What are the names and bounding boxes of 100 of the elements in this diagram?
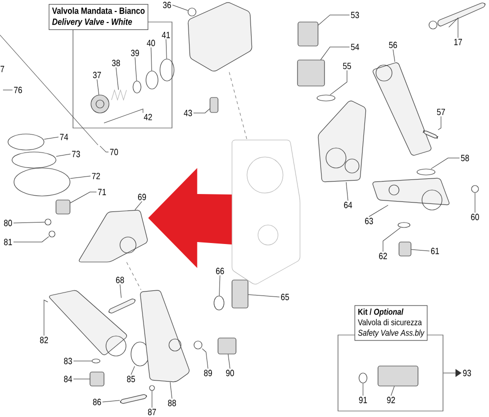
- leader-line: [320, 46, 350, 60]
- callout-number: 88: [166, 398, 178, 408]
- ring-drawing: [214, 296, 224, 310]
- callout-number: 7: [0, 66, 4, 72]
- callout-number: 39: [130, 48, 140, 58]
- part-drawing: [428, 2, 486, 30]
- center-line: [228, 72, 248, 140]
- callout-number: 65: [280, 292, 290, 302]
- callout-number: 58: [460, 154, 470, 162]
- part-drawing: [372, 62, 432, 156]
- callout-number: 56: [388, 40, 398, 50]
- ring-drawing: [398, 222, 410, 228]
- ring-drawing: [160, 58, 174, 82]
- leader-line: [318, 14, 350, 26]
- leader-line: [410, 249, 430, 252]
- callout-number: 74: [58, 132, 70, 142]
- callout-number: 92: [386, 396, 396, 404]
- part-drawing: [140, 290, 190, 382]
- callout-number: 93: [462, 368, 472, 378]
- callout-number: 82: [38, 336, 50, 344]
- leader-line: [56, 154, 71, 157]
- leader-line: [448, 18, 458, 38]
- callout-number: 41: [160, 30, 172, 40]
- part-drawing: [111, 90, 127, 100]
- leader-line: [430, 158, 460, 170]
- center-line: [126, 262, 142, 290]
- ring-drawing: [471, 185, 479, 193]
- leader-line: [13, 236, 50, 242]
- plug-drawing: [90, 372, 104, 386]
- part-drawing: [422, 130, 438, 140]
- leader-line: [193, 108, 210, 114]
- part-drawing: [188, 2, 252, 72]
- callout-number: 66: [214, 266, 226, 276]
- ring-drawing: [149, 385, 155, 391]
- part-drawing: [372, 178, 450, 210]
- ring-drawing: [416, 168, 436, 176]
- plug-drawing: [210, 97, 218, 113]
- callout-number: 55: [342, 62, 352, 70]
- callout-number: 54: [350, 42, 360, 52]
- leader-line: [392, 49, 396, 62]
- leader-line: [134, 201, 142, 210]
- part-drawing: [232, 140, 300, 284]
- ring-drawing: [132, 80, 142, 94]
- callout-number: 53: [350, 10, 360, 20]
- callout-number: 81: [2, 238, 14, 246]
- leader-line: [248, 294, 280, 298]
- callout-number: 91: [358, 396, 368, 404]
- callout-number: 72: [90, 172, 102, 180]
- callout-number: 86: [92, 398, 102, 406]
- callout-number: 17: [452, 38, 464, 46]
- leader-line: [166, 39, 167, 60]
- ring-drawing: [316, 94, 336, 102]
- callout-number: 40: [146, 38, 156, 48]
- callout-number: 64: [342, 200, 354, 210]
- ring-drawing: [14, 168, 70, 196]
- plug-drawing: [232, 280, 248, 308]
- leader-line: [219, 275, 220, 296]
- callout-number: 80: [2, 218, 14, 228]
- leader-line: [330, 70, 348, 96]
- ring-drawing: [194, 340, 202, 350]
- leader-line: [44, 300, 48, 336]
- leader-line: [70, 176, 91, 179]
- callout-number: 89: [202, 368, 214, 378]
- ring-drawing: [358, 372, 368, 384]
- leader-line: [134, 57, 137, 82]
- callout-number: 43: [182, 108, 194, 118]
- callout-number: 63: [364, 216, 374, 226]
- callout-number: 60: [470, 212, 480, 222]
- part-drawing: [318, 100, 366, 182]
- plug-drawing: [398, 242, 412, 256]
- ring-drawing: [92, 358, 100, 364]
- callout-number: 36: [162, 0, 172, 10]
- ring-drawing: [8, 134, 44, 150]
- leader-line: [73, 360, 92, 362]
- callout-number: 85: [126, 374, 136, 384]
- leader-line: [170, 382, 172, 399]
- heading-box: Valvola Mandata - Bianco Delivery Valve - White: [48, 4, 148, 30]
- part-drawing: [90, 94, 110, 114]
- part-drawing: [120, 394, 148, 404]
- part-drawing: [78, 210, 148, 262]
- leader-line: [102, 400, 120, 402]
- part-drawing: [49, 290, 127, 356]
- callout-number: 57: [436, 108, 446, 116]
- callout-number: 69: [136, 192, 148, 202]
- leader-line: [70, 192, 97, 204]
- plug-drawing: [218, 338, 236, 354]
- leader-line: [368, 204, 388, 217]
- callout-number: 90: [224, 368, 236, 378]
- callout-number: 61: [430, 246, 440, 256]
- callout-number: 73: [70, 150, 82, 158]
- leader-line: [44, 136, 59, 140]
- ring-drawing: [12, 152, 56, 168]
- callout-number: 83: [62, 356, 74, 366]
- arrow: [443, 369, 462, 377]
- plug-drawing: [378, 366, 418, 386]
- leader-line: [13, 222, 46, 224]
- ring-drawing: [48, 230, 56, 238]
- part-drawing: [108, 298, 136, 314]
- callout-number: 37: [92, 70, 102, 80]
- leader-line: [73, 378, 90, 380]
